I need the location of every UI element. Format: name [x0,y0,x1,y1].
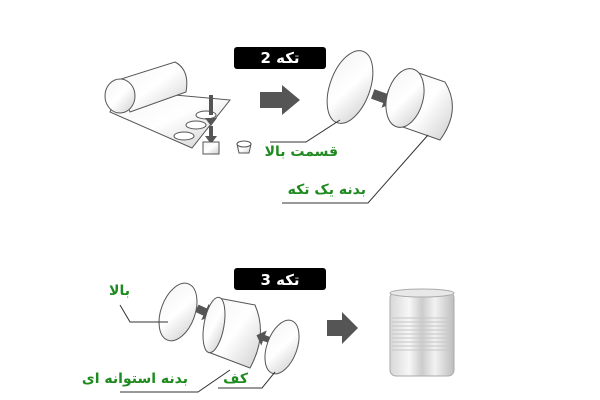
finished-can [389,288,455,377]
top-lid [326,50,374,124]
label-top: بالا [109,283,130,299]
metal-sheet-roll [104,61,252,155]
two-piece-title: 2 تکه [260,49,299,67]
two-piece-title-badge: 2 تکه [234,47,326,69]
right-arrow-icon [260,85,300,115]
label-bottom: کف [223,371,248,387]
label-cylindrical-body: بدنه استوانه ای [81,371,188,387]
three-piece-title: 3 تکه [260,271,299,289]
three-piece-can-parts [119,282,300,393]
one-piece-body [385,68,425,128]
label-top-part: قسمت بالا [264,144,338,160]
top-lid [158,282,198,342]
two-piece-can-parts [270,50,453,204]
label-one-piece-body: بدنه یک تکه [287,182,366,198]
right-arrow-icon [327,312,358,344]
bottom-lid [264,319,300,375]
three-piece-title-badge: 3 تکه [234,268,326,290]
drawn-cup-icon [202,141,220,155]
